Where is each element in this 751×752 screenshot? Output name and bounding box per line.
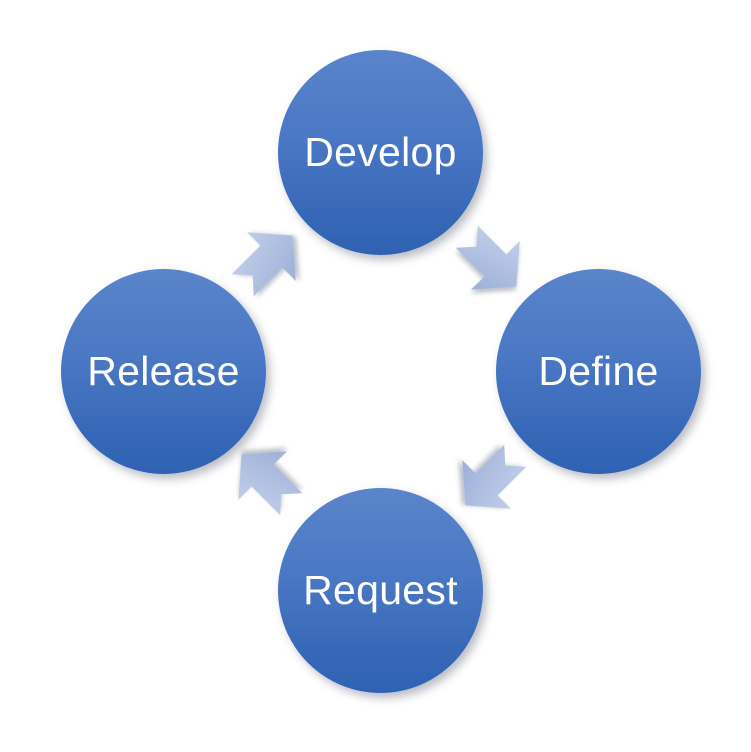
cycle-node-label: Define <box>538 348 659 394</box>
cycle-node-define[interactable]: Define <box>496 269 701 474</box>
cycle-node-label: Release <box>87 348 240 394</box>
cycle-node-request[interactable]: Request <box>278 488 483 693</box>
cycle-node-release[interactable]: Release <box>61 269 266 474</box>
arrow-release-to-develop <box>212 206 322 316</box>
cycle-node-develop[interactable]: Develop <box>278 50 483 255</box>
cycle-node-label: Request <box>303 567 458 613</box>
arrow-request-to-release <box>212 425 322 535</box>
arrow-define-to-request <box>436 425 546 535</box>
cycle-node-label: Develop <box>304 129 457 175</box>
arrow-develop-to-define <box>436 206 546 316</box>
